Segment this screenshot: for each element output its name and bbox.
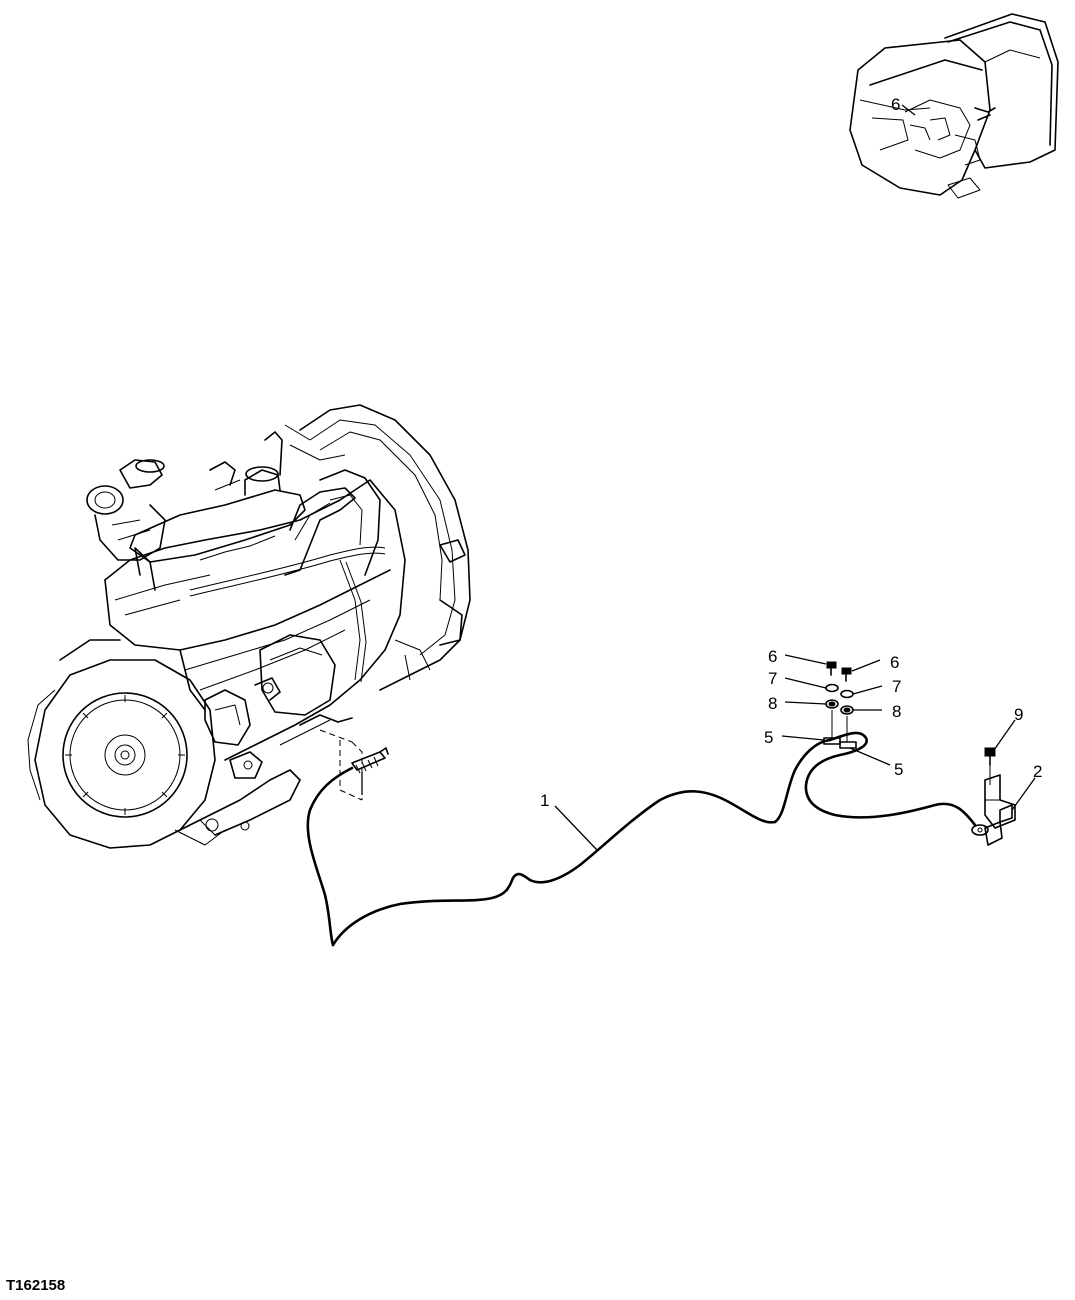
engine-assembly [27, 404, 471, 849]
callout-6-left: 6 [768, 647, 777, 666]
hardware-left [823, 661, 841, 745]
callout-7-right: 7 [892, 677, 901, 696]
callout-5-left: 5 [764, 728, 773, 747]
figure-id: T162158 [6, 1277, 65, 1294]
callout-7-left: 7 [768, 669, 777, 688]
callout-8-left: 8 [768, 694, 777, 713]
wiring-harness [306, 729, 989, 947]
callout-9: 9 [1014, 705, 1023, 724]
hardware-right [839, 667, 857, 749]
callout-1: 1 [540, 791, 549, 810]
inset-machine-view: 6 [849, 13, 1059, 199]
callout-labels: 1 2 5 5 6 6 7 7 8 8 9 [540, 647, 1042, 810]
callout-5-right: 5 [894, 760, 903, 779]
bracket-assembly [984, 747, 1016, 846]
callout-2: 2 [1033, 762, 1042, 781]
callout-8-right: 8 [892, 702, 901, 721]
callout-leaders [554, 654, 1036, 851]
callout-6-right: 6 [890, 653, 899, 672]
inset-callout: 6 [891, 95, 900, 114]
